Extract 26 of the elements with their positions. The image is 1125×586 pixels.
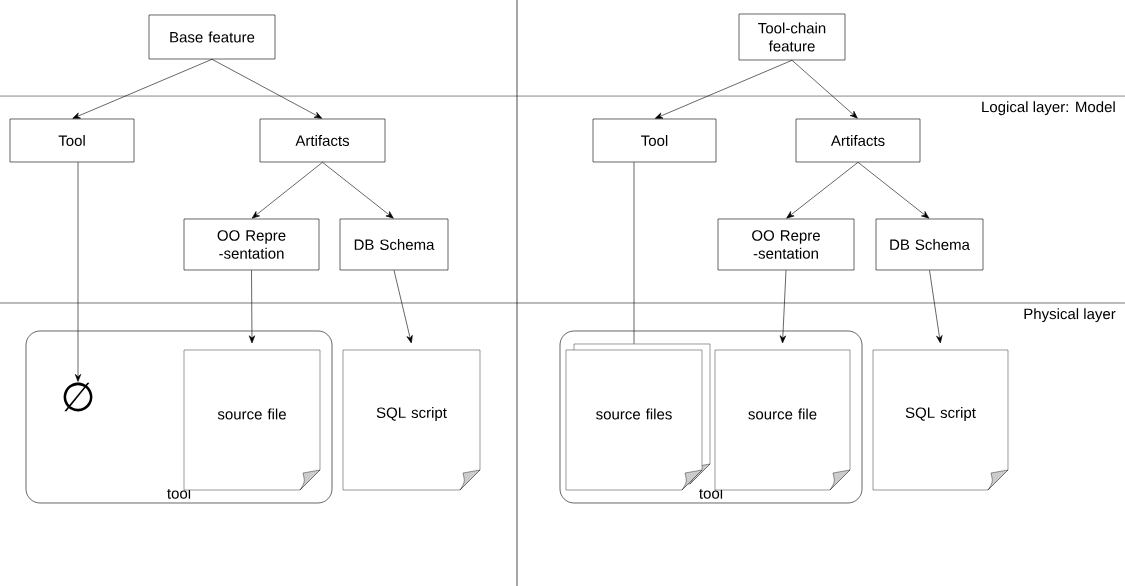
- arrow: [74, 162, 82, 382]
- feature-box: Base feature: [148, 14, 276, 60]
- arrow: [72, 59, 213, 119]
- feature-box: Tool: [592, 118, 717, 163]
- feature-box: DB Schema: [339, 218, 449, 271]
- feature-box: OO Repre -sentation: [717, 218, 855, 271]
- feature-box: Artifacts: [795, 118, 921, 163]
- arrow: [929, 270, 943, 344]
- layer-label: Logical layer: Model: [982, 101, 1115, 116]
- arrow: [211, 59, 323, 119]
- arrow: [791, 60, 858, 119]
- feature-box: Tool: [9, 118, 135, 163]
- layer-label: Physical layer: [1024, 308, 1116, 323]
- feature-box: Tool-chain feature: [738, 13, 846, 61]
- arrow: [322, 162, 394, 219]
- feature-box: Artifacts: [259, 118, 386, 163]
- arrow: [248, 270, 256, 344]
- feature-box: DB Schema: [875, 218, 984, 271]
- arrow: [779, 270, 787, 344]
- arrow: [393, 270, 413, 344]
- arrow: [251, 162, 323, 219]
- arrow: [786, 162, 859, 219]
- arrow: [857, 162, 930, 219]
- empty-set-symbol: ∅: [63, 382, 93, 412]
- feature-box: OO Repre -sentation: [183, 218, 320, 271]
- arrow: [654, 60, 793, 119]
